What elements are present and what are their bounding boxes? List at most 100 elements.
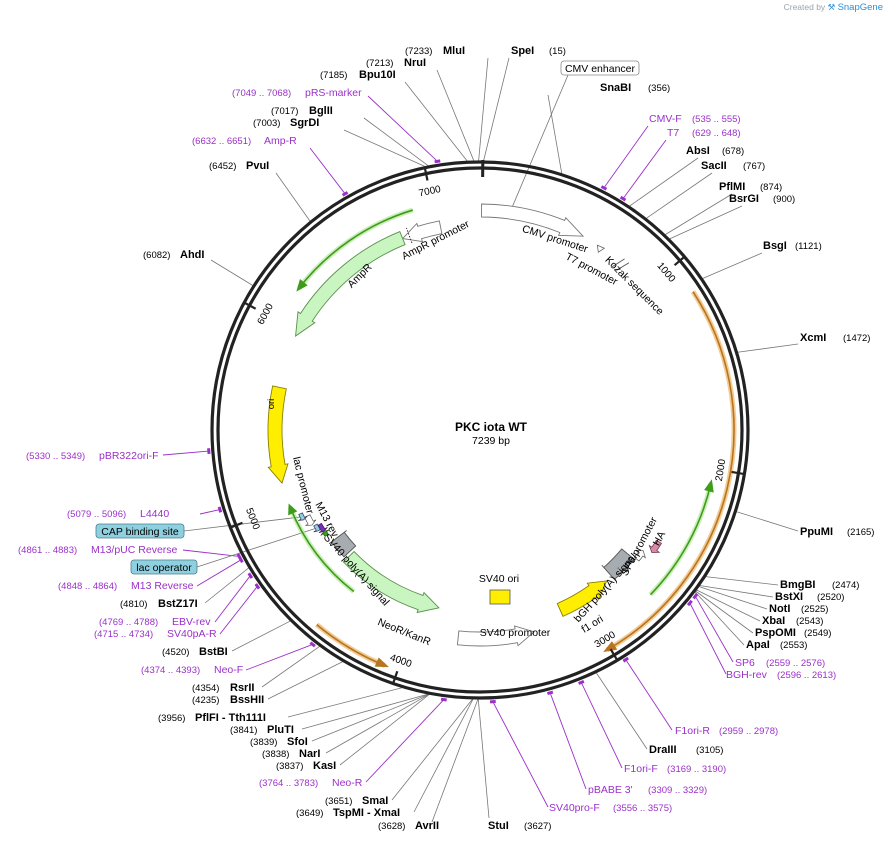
enzyme-name: DraIII bbox=[649, 744, 677, 756]
primer-labels: (7049 .. 7068) pRS-marker (6632 .. 6651)… bbox=[18, 87, 836, 814]
enzyme-pos: (3651) bbox=[325, 796, 352, 807]
enzyme-name: NotI bbox=[769, 603, 790, 615]
primer-site-mark bbox=[546, 690, 554, 695]
orange-arrowhead bbox=[374, 657, 389, 668]
enzyme-pos: (1472) bbox=[843, 333, 870, 344]
enzyme-name: SmaI bbox=[362, 795, 388, 807]
enzyme-pos: (3841) bbox=[230, 725, 257, 736]
feature-annotations bbox=[267, 203, 737, 668]
green-arrowhead bbox=[704, 479, 714, 493]
primer-name: L4440 bbox=[140, 508, 169, 520]
ha-tag-arrow bbox=[648, 539, 662, 553]
backbone-outer-ring bbox=[210, 160, 750, 700]
plasmid-name: PKC iota WT bbox=[455, 420, 528, 434]
enzyme-pos: (767) bbox=[743, 161, 765, 172]
enzyme-name: BsrGI bbox=[729, 193, 759, 205]
primer-pos: (535 .. 555) bbox=[692, 114, 741, 125]
enzyme-leader-line bbox=[210, 259, 254, 286]
primer-pos: (629 .. 648) bbox=[692, 128, 741, 139]
enzyme-pos: (4810) bbox=[120, 599, 147, 610]
primer-name: SV40pro-F bbox=[549, 802, 600, 814]
primer-leader-line bbox=[214, 575, 251, 623]
primer-pos: (3764 .. 3783) bbox=[259, 778, 318, 789]
ori-label: ori bbox=[266, 399, 277, 410]
enzyme-leader-line bbox=[204, 567, 250, 604]
primer-leader-line bbox=[365, 699, 445, 783]
sv40-promoter-label: SV40 promoter bbox=[480, 627, 551, 639]
lac-operator-box: lac operator bbox=[130, 559, 198, 575]
tick-label: 5000 bbox=[243, 507, 262, 532]
enzyme-leader-line bbox=[547, 94, 563, 174]
enzyme-leader-line bbox=[737, 343, 799, 353]
enzyme-pos: (1121) bbox=[795, 241, 822, 252]
enzyme-name: PspOMI bbox=[755, 627, 796, 639]
tick-mark bbox=[229, 521, 243, 529]
enzyme-leader-line bbox=[696, 589, 761, 622]
enzyme-name: BsgI bbox=[763, 240, 787, 252]
primer-leader-line bbox=[580, 682, 623, 769]
cmv-promoter-arrow bbox=[481, 203, 585, 237]
enzyme-leader-line bbox=[436, 69, 475, 162]
primer-pos: (5330 .. 5349) bbox=[26, 451, 85, 462]
enzyme-name: BstBI bbox=[199, 646, 228, 658]
primer-leader-line bbox=[603, 125, 649, 189]
enzyme-name: AbsI bbox=[686, 145, 710, 157]
primer-site-mark bbox=[434, 159, 441, 164]
enzyme-name: BglII bbox=[309, 105, 333, 117]
label-lines bbox=[162, 57, 799, 823]
enzyme-name: TspMI - XmaI bbox=[333, 807, 400, 819]
primer-leader-line bbox=[689, 602, 727, 675]
primer-name: Neo-F bbox=[214, 664, 243, 676]
primer-name: F1ori-R bbox=[675, 725, 710, 737]
enzyme-leader-line bbox=[301, 693, 429, 730]
primer-pos: (3169 .. 3190) bbox=[667, 764, 726, 775]
tick-mark bbox=[731, 470, 745, 476]
enzyme-leader-line bbox=[478, 57, 489, 162]
primer-name: M13 Reverse bbox=[131, 580, 194, 592]
t7-promoter-marker bbox=[596, 244, 606, 253]
plasmid-size: 7239 bp bbox=[472, 435, 510, 447]
enzyme-pos: (3839) bbox=[250, 737, 277, 748]
neor-arrow bbox=[342, 550, 440, 614]
enzyme-name: BstXI bbox=[775, 591, 803, 603]
tick-mark bbox=[243, 301, 257, 310]
sv40-polya-block bbox=[328, 530, 357, 558]
enzyme-pos: (2553) bbox=[780, 640, 807, 651]
enzyme-name: MluI bbox=[443, 45, 465, 57]
primer-pos: (3556 .. 3575) bbox=[613, 803, 672, 814]
primer-site-mark bbox=[622, 656, 629, 663]
tick-label: 4000 bbox=[388, 652, 413, 670]
enzyme-name: SfoI bbox=[287, 736, 308, 748]
primer-site-mark bbox=[578, 679, 585, 685]
primer-pos: (3309 .. 3329) bbox=[648, 785, 707, 796]
enzyme-leader-line bbox=[413, 698, 474, 813]
ampr-divider bbox=[405, 227, 413, 244]
enzyme-leader-line bbox=[694, 591, 745, 646]
enzyme-pos: (3837) bbox=[276, 761, 303, 772]
snapgene-credit: Created by ⚒ SnapGene bbox=[784, 2, 883, 13]
primer-name: CMV-F bbox=[649, 113, 682, 125]
orange-arrowhead bbox=[603, 641, 618, 653]
primer-name: T7 bbox=[667, 127, 679, 139]
primer-name: Amp-R bbox=[264, 135, 297, 147]
enzyme-leader-line bbox=[391, 698, 473, 801]
enzyme-name: Bpu10I bbox=[359, 69, 396, 81]
primer-name: F1ori-F bbox=[624, 763, 658, 775]
enzyme-pos: (678) bbox=[722, 146, 744, 157]
primer-name: SP6 bbox=[735, 657, 755, 669]
enzyme-leader-line bbox=[477, 698, 490, 819]
primer-site-mark bbox=[309, 641, 316, 648]
enzyme-leader-line bbox=[695, 590, 754, 634]
enzyme-leader-line bbox=[698, 586, 768, 610]
enzyme-pos: (4520) bbox=[162, 647, 189, 658]
enzyme-labels: (7233) MluI SpeI (15) (7213) NruI (7185)… bbox=[120, 45, 874, 832]
cmv-enhancer-label: CMV enhancer bbox=[565, 63, 636, 75]
primer-name: M13/pUC Reverse bbox=[91, 544, 178, 556]
primer-pos: (7049 .. 7068) bbox=[232, 88, 291, 99]
green-arc-bottom-line bbox=[289, 506, 355, 593]
enzyme-leader-line bbox=[343, 129, 426, 167]
kozak-mark bbox=[616, 262, 630, 271]
enzyme-leader-line bbox=[339, 693, 430, 766]
enzyme-pos: (7233) bbox=[405, 46, 432, 57]
primer-site-mark bbox=[619, 195, 627, 202]
